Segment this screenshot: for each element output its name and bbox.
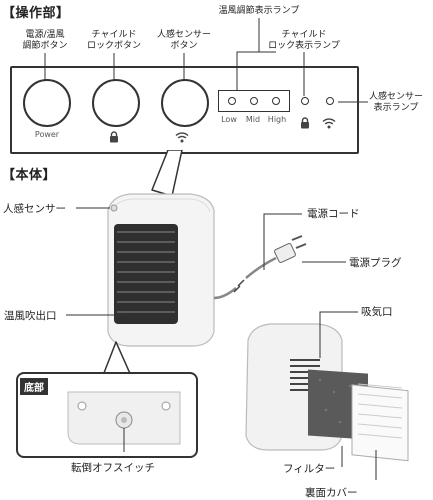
sensor-label: 人感センサー [3, 203, 66, 215]
sensor-button-label: 人感センサー ボタン [146, 30, 222, 52]
outlet-label: 温風吹出口 [4, 310, 57, 322]
bottom-title-badge: 底部 [20, 378, 48, 395]
power-knob[interactable] [23, 79, 71, 127]
lock-icon [300, 114, 310, 133]
operation-section-title: 【操作部】 [2, 6, 70, 21]
intake-label: 吸気口 [361, 306, 393, 318]
sensor-lamp [326, 97, 334, 105]
low-lamp [228, 97, 236, 105]
tip-switch-label: 転倒オフスイッチ [71, 462, 155, 474]
wifi-icon [322, 114, 336, 133]
wifi-icon [175, 128, 189, 147]
child-lock-button-label-text: チャイルド ロックボタン [86, 30, 141, 51]
child-lock-button-label: チャイルド ロックボタン [78, 30, 150, 52]
power-button-label-text: 電源/温風 調節ボタン [22, 30, 68, 51]
child-lock-lamp [301, 97, 309, 105]
heater-rear-illustration [245, 311, 409, 480]
mid-text: Mid [245, 115, 261, 124]
low-text: Low [221, 115, 237, 124]
child-lock-lamp-label: チャイルド ロック表示ランプ [268, 30, 340, 52]
power-cord-label: 電源コード [307, 208, 360, 220]
high-text: High [267, 115, 287, 124]
child-lock-knob[interactable] [92, 79, 140, 127]
back-cover-label: 裏面カバー [305, 487, 358, 499]
heat-level-lamps [218, 90, 290, 112]
heater-front-illustration [66, 150, 346, 347]
power-button-label: 電源/温風 調節ボタン [9, 30, 81, 52]
bottom-title: 底部 [24, 383, 44, 394]
power-text: Power [34, 130, 60, 139]
sensor-lamp-label: 人感センサー 表示ランプ [360, 92, 432, 114]
sensor-knob[interactable] [161, 79, 209, 127]
bottom-view-illustration [67, 391, 181, 452]
panel-leader-lines [44, 18, 368, 103]
sensor-lamp-label-text: 人感センサー 表示ランプ [368, 92, 423, 113]
lock-icon [109, 128, 119, 147]
body-section-title: 【本体】 [2, 168, 57, 183]
high-lamp [272, 97, 280, 105]
child-lock-lamp-label-text: チャイルド ロック表示ランプ [268, 30, 340, 51]
sensor-button-label-text: 人感センサー ボタン [156, 30, 211, 51]
power-plug-label: 電源プラグ [349, 257, 402, 269]
filter-label: フィルター [283, 463, 336, 475]
heat-lamp-label: 温風調節表示ランプ [218, 6, 300, 16]
mid-lamp [250, 97, 258, 105]
